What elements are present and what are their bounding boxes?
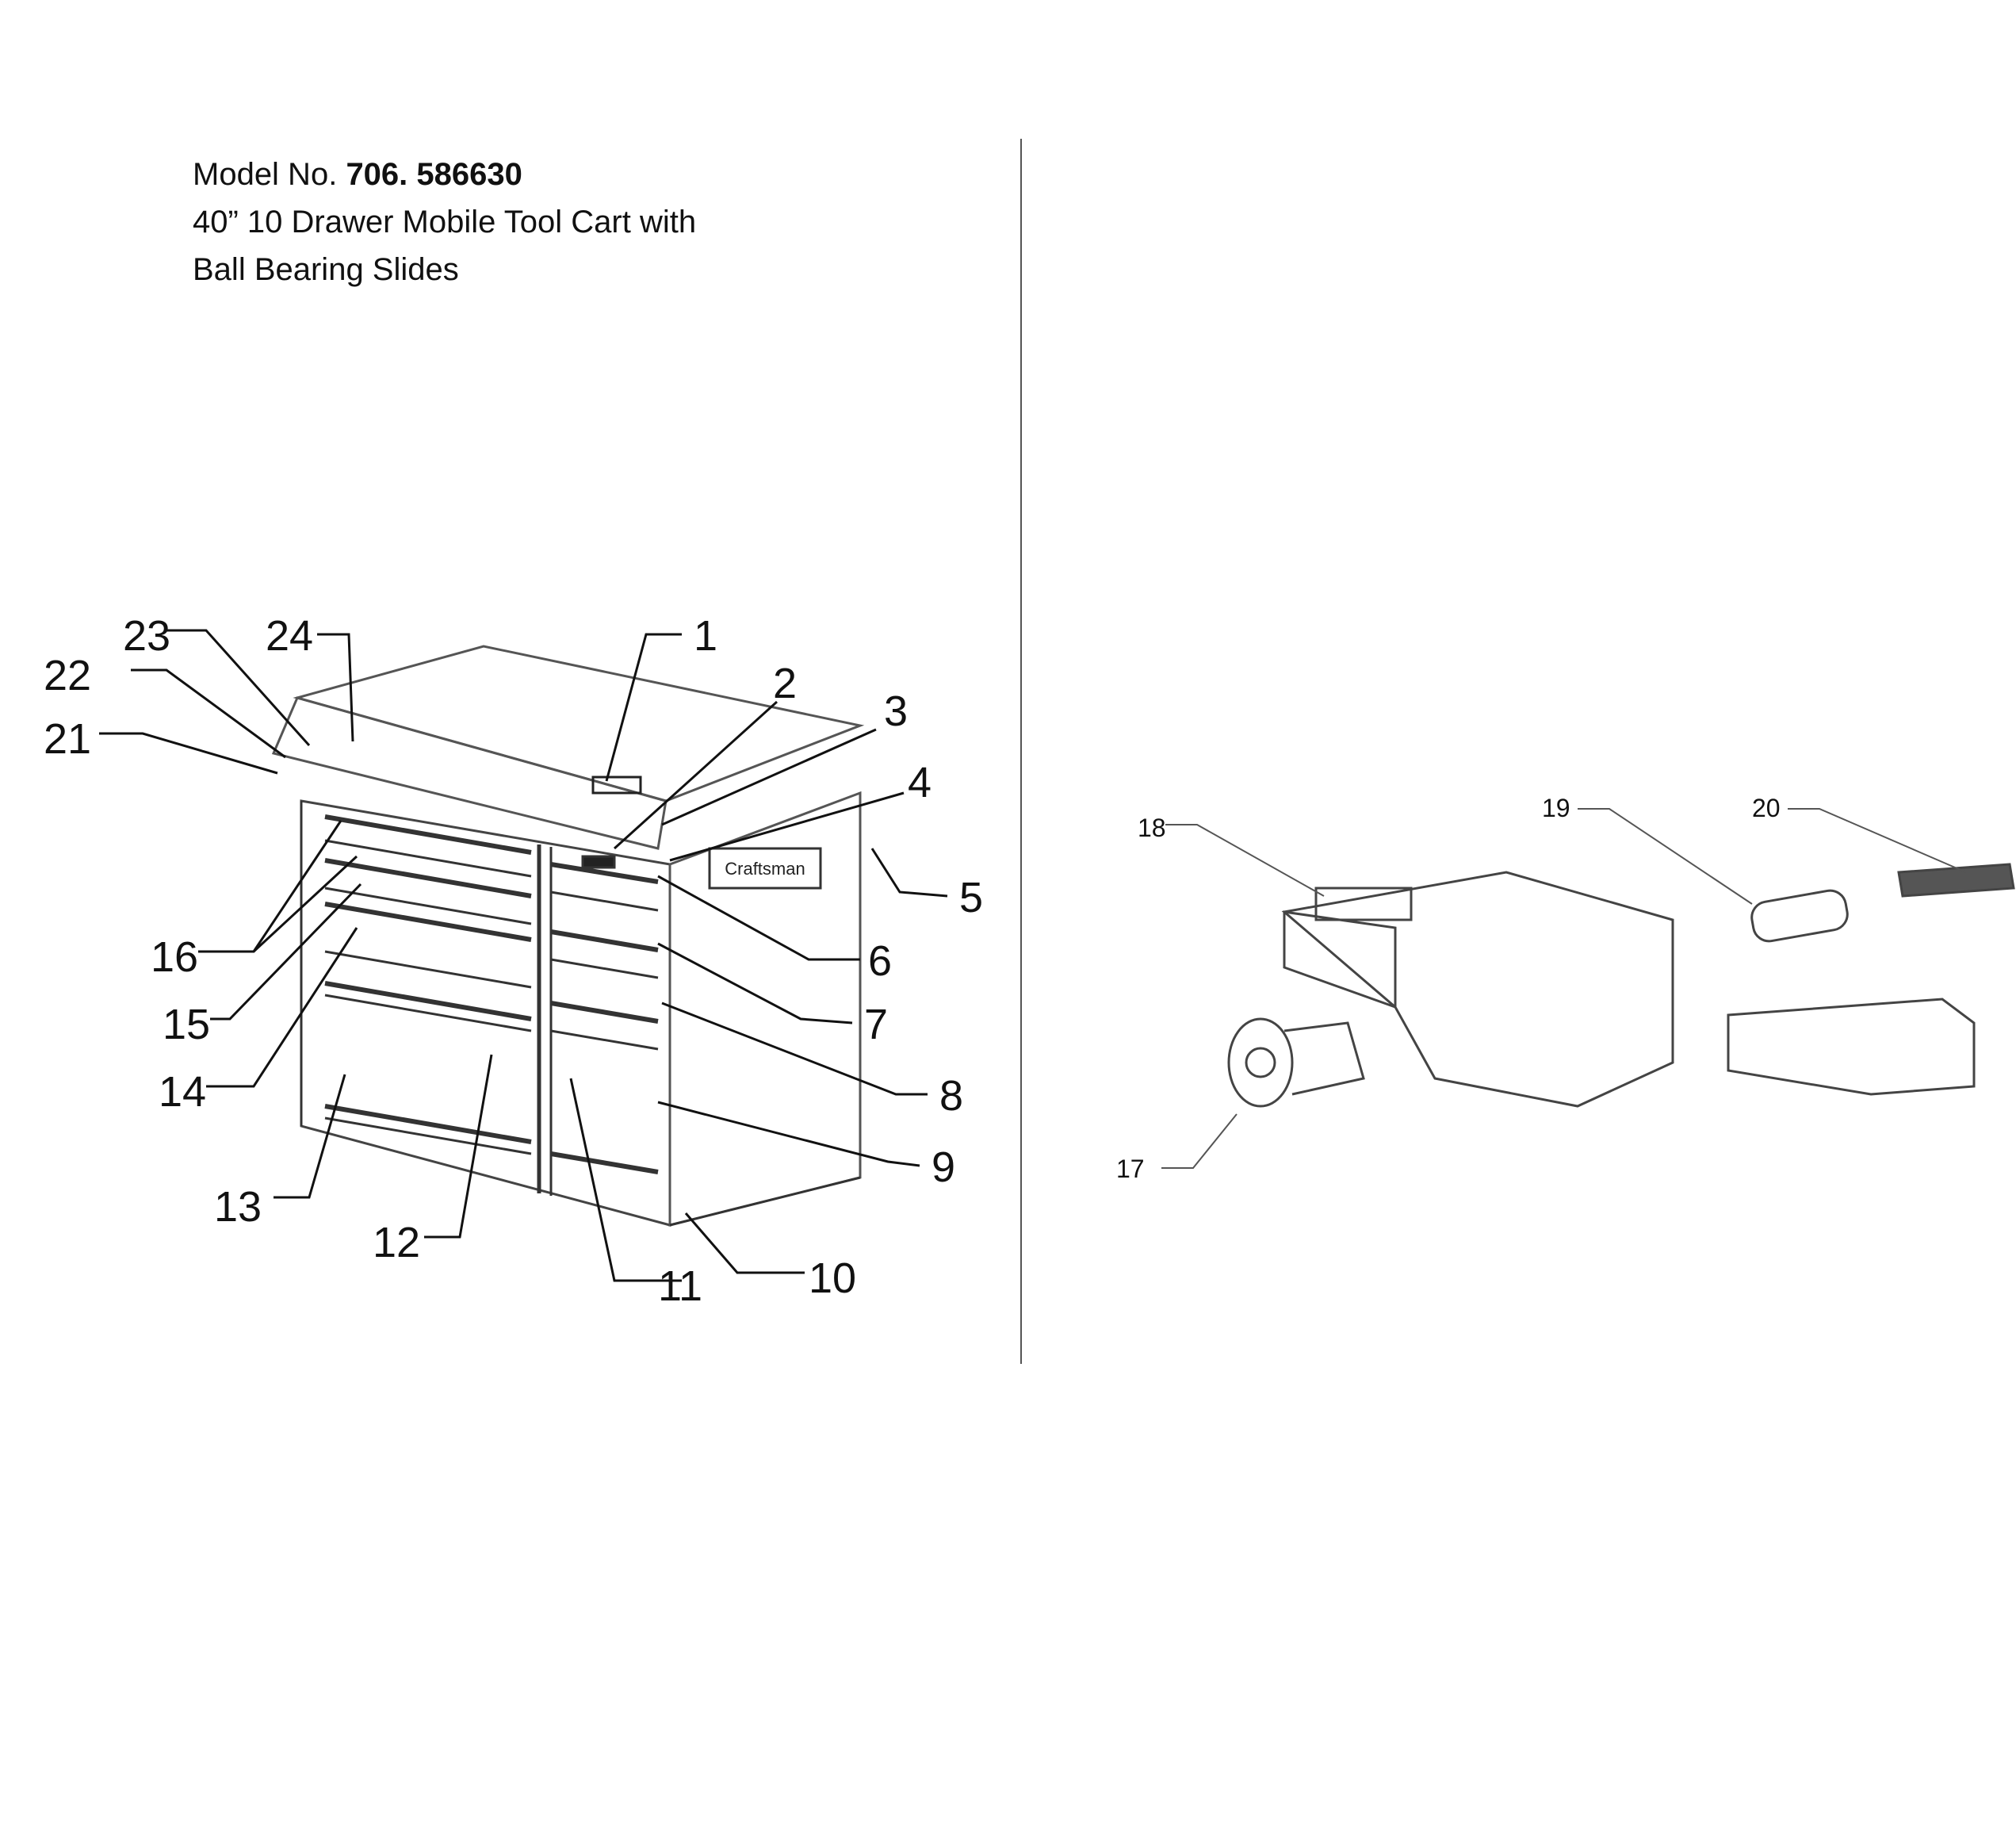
- leader-lines: [99, 629, 948, 1282]
- callout-4: 4: [908, 759, 931, 806]
- callout-16: 16: [151, 933, 198, 981]
- callout-6: 6: [868, 937, 892, 985]
- callout-20: 20: [1752, 794, 1781, 822]
- leader-lines-small: [1161, 808, 1967, 1169]
- callout-21: 21: [44, 715, 91, 763]
- title-block: Model No. 706. 586630 40” 10 Drawer Mobi…: [193, 151, 696, 293]
- lock-bar: [1727, 998, 1976, 1096]
- cart-side-panel: [668, 791, 862, 1227]
- brand-plate: [708, 847, 822, 890]
- brand-mark: Craftsman: [725, 859, 805, 879]
- callout-1: 1: [694, 612, 717, 660]
- callout-13: 13: [214, 1183, 262, 1231]
- callout-10: 10: [809, 1254, 856, 1302]
- callout-14: 14: [159, 1068, 206, 1116]
- callout-15: 15: [163, 1001, 210, 1048]
- lock-spring: [1897, 863, 2015, 898]
- tool-cart-illustration: Craftsman: [271, 645, 865, 1227]
- lock-cylinder: [1227, 1017, 1294, 1108]
- lock-assembly-illustration: [1227, 863, 2015, 1108]
- callout-12: 12: [373, 1219, 420, 1266]
- product-name-line-2: Ball Bearing Slides: [193, 252, 459, 287]
- callout-7: 7: [864, 1001, 888, 1048]
- callout-11: 11: [658, 1262, 702, 1310]
- model-line: Model No. 706. 586630: [193, 151, 696, 198]
- product-name-line-1: 40” 10 Drawer Mobile Tool Cart with: [193, 205, 697, 239]
- model-number: 706. 586630: [346, 157, 522, 192]
- callout-24: 24: [266, 612, 313, 660]
- callout-18: 18: [1138, 814, 1166, 842]
- callout-17: 17: [1116, 1155, 1145, 1183]
- callout-2: 2: [773, 660, 797, 707]
- callout-22: 22: [44, 652, 91, 699]
- model-label: Model No.: [193, 157, 338, 192]
- callout-labels: 1 2 3 4 5 6 7 8 9 10 11 12 13 14 15 16 1…: [44, 612, 1781, 1310]
- lock-key-pin: [1750, 889, 1849, 943]
- callout-3: 3: [884, 687, 908, 735]
- callout-19: 19: [1542, 794, 1570, 822]
- callout-8: 8: [939, 1072, 963, 1120]
- lid-handle: [591, 776, 642, 795]
- callout-5: 5: [959, 874, 983, 921]
- callout-23: 23: [123, 612, 170, 660]
- callout-9: 9: [931, 1143, 955, 1191]
